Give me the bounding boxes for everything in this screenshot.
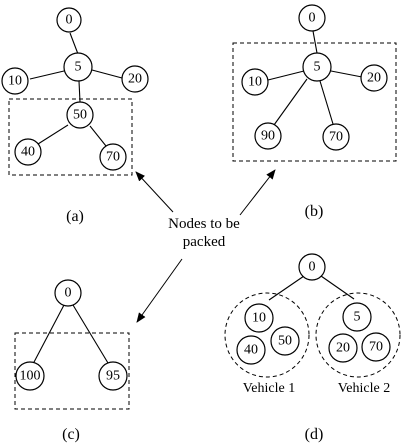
edge-d-0-vehicle1 xyxy=(268,275,305,301)
node-b-5 xyxy=(302,52,332,82)
node-a-5-label: 5 xyxy=(75,60,82,75)
node-a-0 xyxy=(56,7,82,33)
callout-line-1: Nodes to be xyxy=(168,216,240,232)
node-b-20-label: 20 xyxy=(367,71,381,86)
edge-a-5-10 xyxy=(29,70,65,80)
nodes-to-be-packed-callout: Nodes to be packed xyxy=(135,169,276,323)
vehicle-1-group xyxy=(224,292,310,378)
node-a-20 xyxy=(121,65,149,93)
node-b-90-label: 90 xyxy=(261,129,275,144)
node-d-10-label: 10 xyxy=(252,311,266,326)
edge-c-0-100 xyxy=(32,304,65,365)
node-a-0-label: 0 xyxy=(66,13,73,28)
node-a-20-label: 20 xyxy=(128,72,142,87)
node-d-70-label: 70 xyxy=(369,340,383,355)
panel-c: 0 100 95 (c) xyxy=(14,279,130,443)
edge-b-5-70 xyxy=(319,80,334,125)
node-d-40 xyxy=(236,335,266,365)
vehicle-1-label: Vehicle 1 xyxy=(243,381,295,396)
node-a-40 xyxy=(14,138,42,166)
node-b-20 xyxy=(360,64,388,92)
node-a-5 xyxy=(63,52,93,82)
node-d-10 xyxy=(244,303,274,333)
node-b-10-label: 10 xyxy=(248,75,262,90)
node-d-40-label: 40 xyxy=(244,343,258,358)
node-a-10-label: 10 xyxy=(8,74,22,89)
panel-d: 0 10 40 50 5 20 70 Vehicle 1 Vehicle 2 (… xyxy=(224,253,401,443)
node-b-10 xyxy=(241,68,269,96)
panel-d-label: (d) xyxy=(305,426,324,443)
vehicle-2-label: Vehicle 2 xyxy=(338,381,390,396)
node-b-5-label: 5 xyxy=(314,60,321,75)
node-a-40-label: 40 xyxy=(21,145,35,160)
packing-box-c xyxy=(14,332,130,410)
callout-line-2: packed xyxy=(183,234,226,250)
node-c-0-label: 0 xyxy=(65,286,72,301)
panel-a-label: (a) xyxy=(66,208,84,225)
node-a-10 xyxy=(1,67,29,95)
node-b-0 xyxy=(298,4,326,32)
edge-a-50-40 xyxy=(37,124,69,145)
node-c-95-label: 95 xyxy=(106,369,120,384)
arrow-to-panel-b xyxy=(239,169,276,216)
packing-box-a xyxy=(8,98,133,176)
node-d-50 xyxy=(270,326,300,356)
node-c-95 xyxy=(98,361,128,391)
node-a-70 xyxy=(99,143,127,171)
edge-a-50-70 xyxy=(89,125,107,147)
node-b-70-label: 70 xyxy=(329,130,343,145)
edge-b-0-5 xyxy=(312,30,318,54)
node-b-70 xyxy=(322,123,350,151)
node-a-50-label: 50 xyxy=(73,108,87,123)
edge-a-0-5 xyxy=(69,32,79,55)
edge-d-0-vehicle2 xyxy=(320,275,355,300)
node-d-50-label: 50 xyxy=(278,334,292,349)
vehicle-2-group xyxy=(315,292,401,378)
panel-c-label: (c) xyxy=(62,426,80,443)
edge-b-5-90 xyxy=(273,78,308,126)
node-d-0-label: 0 xyxy=(309,260,316,275)
node-d-5-label: 5 xyxy=(354,310,361,325)
edge-b-5-20 xyxy=(330,70,363,78)
panel-a: 0 5 10 20 50 40 70 (a) xyxy=(1,7,149,225)
edge-b-5-10 xyxy=(267,70,305,81)
node-c-100 xyxy=(15,361,45,391)
edge-c-0-95 xyxy=(72,304,109,364)
edge-a-5-20 xyxy=(91,69,123,79)
node-d-70 xyxy=(361,332,391,362)
panel-b: 0 5 10 20 90 70 (b) xyxy=(232,4,397,220)
arrow-to-panel-c xyxy=(136,258,183,323)
node-d-0 xyxy=(298,253,326,281)
node-a-50 xyxy=(66,101,94,129)
node-d-20 xyxy=(328,333,358,363)
panel-b-label: (b) xyxy=(305,203,324,220)
node-c-100-label: 100 xyxy=(20,369,41,384)
node-c-0 xyxy=(54,279,82,307)
node-b-90 xyxy=(254,122,282,150)
node-d-20-label: 20 xyxy=(336,341,350,356)
node-d-5 xyxy=(342,302,372,332)
arrow-to-panel-a xyxy=(135,171,174,213)
node-a-70-label: 70 xyxy=(106,150,120,165)
node-b-0-label: 0 xyxy=(309,11,316,26)
